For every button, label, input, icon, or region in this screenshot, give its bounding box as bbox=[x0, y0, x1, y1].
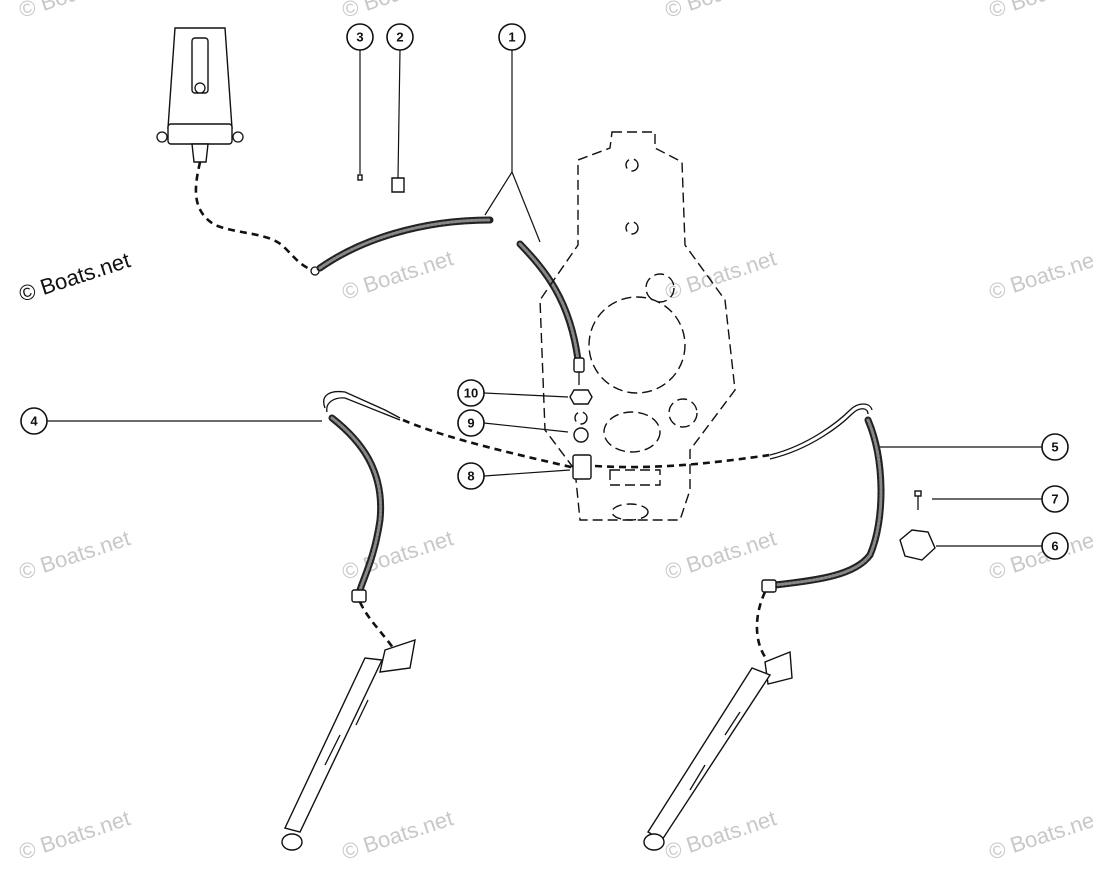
spark-plug-lead-left bbox=[281, 390, 576, 851]
svg-text:9: 9 bbox=[467, 416, 474, 431]
svg-text:8: 8 bbox=[467, 469, 474, 484]
part-10-nut bbox=[569, 389, 593, 405]
svg-text:5: 5 bbox=[1051, 440, 1058, 455]
watermark: © Boats.net bbox=[986, 0, 1093, 23]
callout-1: 1 bbox=[498, 23, 526, 51]
ignition-coil bbox=[156, 27, 244, 163]
engine-block-outline bbox=[539, 131, 736, 521]
watermark: © Boats.net bbox=[16, 525, 133, 584]
callout-10: 10 bbox=[457, 379, 485, 407]
watermark: © Boats.net bbox=[662, 245, 779, 304]
watermark: © Boats.net bbox=[16, 805, 133, 864]
coil-wire bbox=[194, 161, 313, 272]
part-9-washer bbox=[573, 427, 589, 443]
watermark: © Boats.net bbox=[16, 0, 133, 23]
watermark: © Boats.net bbox=[986, 525, 1093, 584]
callout-6: 6 bbox=[1041, 532, 1069, 560]
part-6-clamp bbox=[899, 529, 936, 561]
part-3-screw bbox=[357, 174, 363, 181]
watermark: © Boats.net bbox=[662, 0, 779, 23]
callout-9: 9 bbox=[457, 409, 485, 437]
hose-1b bbox=[516, 240, 582, 364]
watermark: © Boats.net bbox=[662, 525, 779, 584]
callout-5: 5 bbox=[1041, 433, 1069, 461]
part-8-connector bbox=[572, 454, 592, 480]
watermark: © Boats.net bbox=[339, 525, 456, 584]
watermark: © Boats.net bbox=[986, 805, 1093, 864]
svg-text:10: 10 bbox=[464, 386, 478, 401]
part-2-clip bbox=[391, 177, 405, 193]
copyright-label: © Boats.net bbox=[16, 247, 133, 306]
callout-8: 8 bbox=[457, 462, 485, 490]
watermark: © Boats.net bbox=[339, 805, 456, 864]
spark-plug-lead-right bbox=[594, 403, 885, 851]
watermark: © Boats.net bbox=[339, 0, 456, 23]
part-7-screw bbox=[914, 490, 922, 510]
callout-3: 3 bbox=[346, 23, 374, 51]
callout-4: 4 bbox=[20, 407, 48, 435]
watermark: © Boats.net bbox=[339, 245, 456, 304]
watermark: © Boats.net bbox=[986, 245, 1093, 304]
callout-7: 7 bbox=[1041, 485, 1069, 513]
svg-text:7: 7 bbox=[1051, 492, 1058, 507]
callout-2: 2 bbox=[386, 23, 414, 51]
svg-text:2: 2 bbox=[396, 30, 403, 45]
svg-text:3: 3 bbox=[356, 30, 363, 45]
svg-text:6: 6 bbox=[1051, 539, 1058, 554]
svg-text:1: 1 bbox=[508, 30, 515, 45]
svg-text:4: 4 bbox=[30, 414, 38, 429]
leader-lines bbox=[47, 49, 1042, 547]
